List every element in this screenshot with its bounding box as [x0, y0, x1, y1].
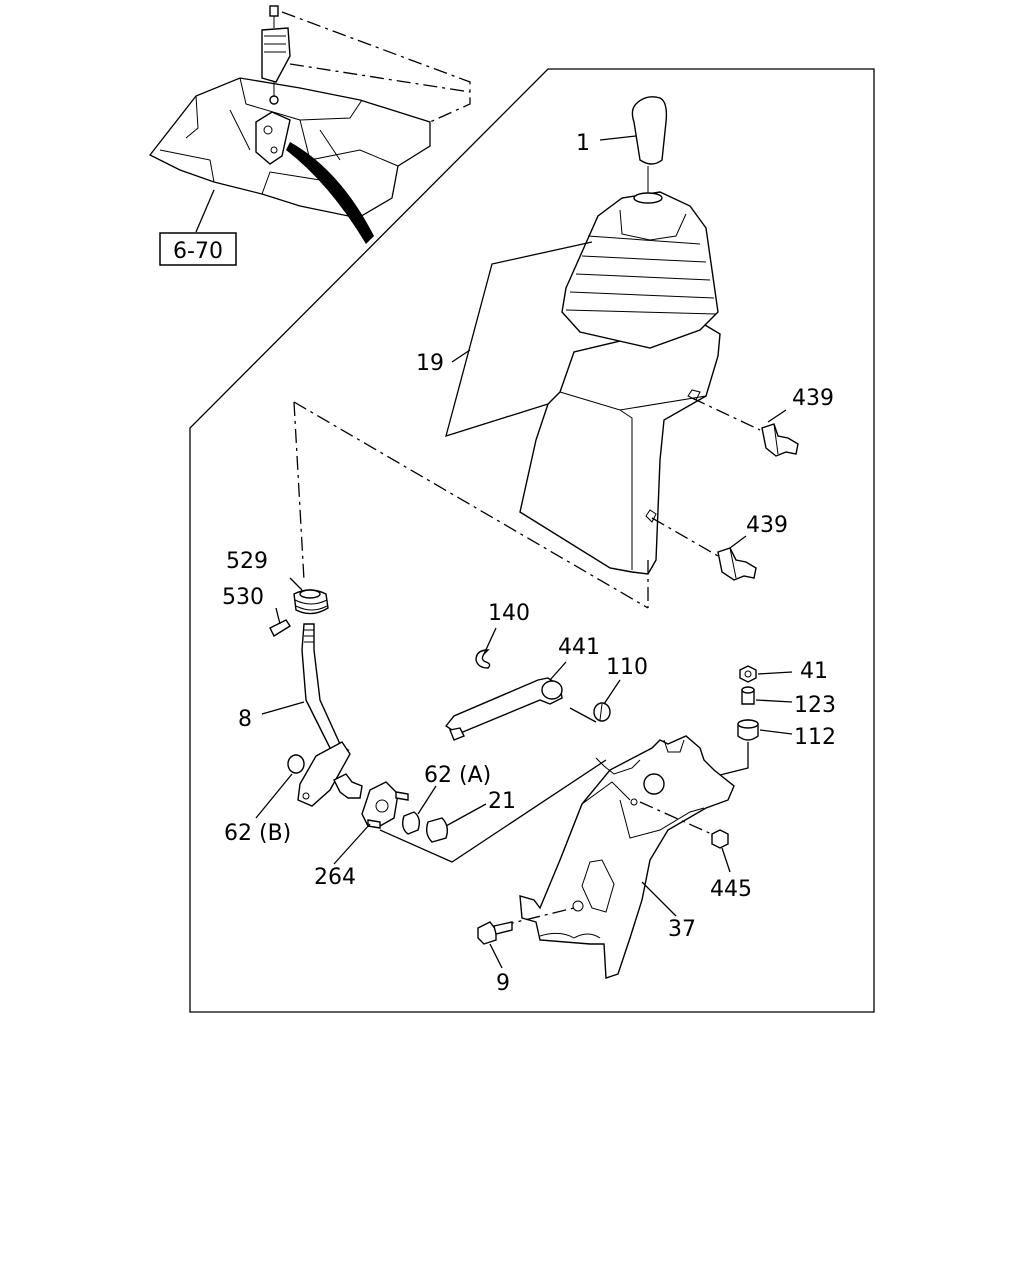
- inset-overview: 6-70: [148, 5, 471, 266]
- callout-529: 529: [226, 549, 268, 574]
- detail-frame: [189, 68, 875, 1013]
- part-boot-seal: [293, 589, 329, 615]
- part-e-clip: [475, 649, 491, 669]
- callout-140: 140: [488, 601, 530, 626]
- leader-lines: [255, 135, 793, 969]
- reference-box-label: 6-70: [173, 239, 223, 264]
- callout-8: 8: [238, 707, 252, 732]
- callout-123: 123: [794, 693, 836, 718]
- part-lever-rod: [297, 623, 363, 807]
- reference-box[interactable]: [159, 232, 237, 266]
- callout-530: 530: [222, 585, 264, 610]
- part-bolt-9: [477, 907, 575, 945]
- part-knob: [631, 96, 668, 194]
- callout-112: 112: [794, 725, 836, 750]
- callout-62b: 62 (B): [224, 821, 291, 846]
- part-collar: [425, 817, 449, 843]
- callout-41: 41: [800, 659, 828, 684]
- callout-441: 441: [558, 635, 600, 660]
- callout-21: 21: [488, 789, 516, 814]
- callout-62a: 62 (A): [424, 763, 491, 788]
- part-pin: [269, 619, 291, 638]
- part-bushing-b: [287, 754, 305, 774]
- part-link-arm: [444, 677, 563, 741]
- callout-439-lower: 439: [746, 513, 788, 538]
- callout-110: 110: [606, 655, 648, 680]
- part-bracket-plate: [361, 781, 409, 829]
- part-grommet-112: [737, 719, 759, 741]
- callout-1: 1: [576, 131, 590, 156]
- part-nut-41: [739, 665, 757, 683]
- part-bolt-lower: [651, 517, 757, 581]
- callout-9: 9: [496, 971, 510, 996]
- part-nut-445: [711, 829, 729, 849]
- part-shift-boot: [519, 191, 721, 575]
- part-washer: [593, 702, 611, 722]
- callout-37: 37: [668, 917, 696, 942]
- callout-439-upper: 439: [792, 386, 834, 411]
- part-spacer-123: [741, 686, 755, 705]
- callout-19: 19: [416, 351, 444, 376]
- part-main-bracket: [519, 735, 735, 979]
- part-bushing-a: [401, 811, 421, 835]
- callout-labels: 1 19 439 439 529 530 140 441 110 41 123 …: [222, 131, 836, 996]
- part-bolt-upper: [691, 397, 799, 457]
- callout-445: 445: [710, 877, 752, 902]
- callout-264: 264: [314, 865, 356, 890]
